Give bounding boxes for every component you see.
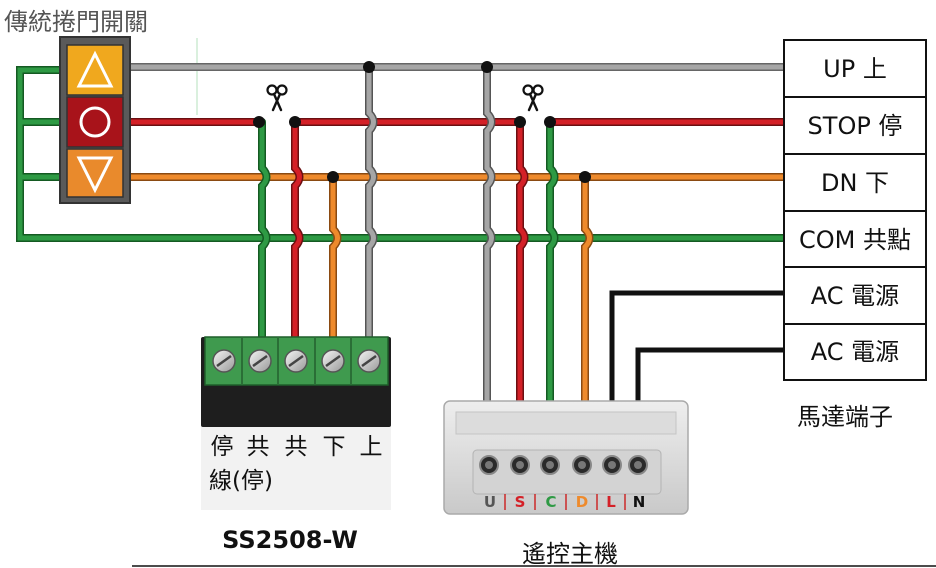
- host-terminal-label: D: [576, 493, 588, 511]
- terminal-screw-icon: [321, 349, 345, 373]
- scissors-icon: [266, 84, 288, 112]
- motor-terminal-label: DN 下: [821, 169, 889, 197]
- motor-terminal-caption: 馬達端子: [797, 403, 893, 431]
- terminal-hole-icon: [628, 455, 648, 475]
- vertical-wires: [258, 63, 594, 464]
- terminal-screw-icon: [248, 349, 272, 373]
- vwire-ss-up: [366, 64, 376, 343]
- host-terminal-label: L: [606, 493, 616, 511]
- ss2508-terminal-label: 共: [247, 434, 270, 460]
- junction-dot: [579, 171, 591, 183]
- terminal-hole-icon: [572, 455, 592, 475]
- host-terminal-label: S: [515, 493, 526, 511]
- terminal-screw-icon: [357, 349, 381, 373]
- traditional-switch: [59, 36, 131, 204]
- ss2508-terminal-label: 共: [285, 434, 308, 460]
- vwire-host-s: [517, 119, 527, 463]
- junction-dot: [327, 171, 339, 183]
- vwire-ss-common: [292, 119, 302, 343]
- motor-terminal-label: STOP 停: [808, 112, 903, 140]
- vwire-host-c: [547, 119, 557, 463]
- ss2508-terminal-label: 下: [323, 434, 346, 460]
- down-arrow-icon: [76, 156, 114, 194]
- host-terminal-label: U: [484, 493, 496, 511]
- terminal-hole-icon: [510, 455, 530, 475]
- terminal-screw-icon: [284, 349, 308, 373]
- vwire-host-d: [582, 174, 592, 463]
- motor-terminal-label: AC 電源: [811, 338, 899, 366]
- junction-dot: [544, 116, 556, 128]
- ss2508-model-label: SS2508-W: [222, 526, 358, 554]
- scissors-icon: [522, 84, 544, 112]
- junction-dots: [253, 61, 591, 183]
- motor-terminal-label: UP 上: [823, 55, 887, 83]
- terminal-hole-icon: [540, 455, 560, 475]
- motor-terminal-label: AC 電源: [811, 282, 899, 310]
- up-arrow-icon: [76, 50, 114, 88]
- remote-host-caption: 遙控主機: [522, 540, 618, 568]
- motor-terminal-box: UP 上 STOP 停 DN 下 COM 共點 AC 電源 AC 電源 馬達端子: [783, 39, 927, 431]
- wire-common-outline: [16, 66, 784, 242]
- ss2508-terminal-label: 上: [360, 434, 383, 460]
- junction-dot: [289, 116, 301, 128]
- junction-dot: [363, 61, 375, 73]
- diagram-title: 傳統捲門開關: [4, 8, 148, 36]
- junction-dot: [253, 116, 265, 128]
- vwire-host-u: [484, 64, 494, 463]
- stop-button[interactable]: [66, 96, 124, 148]
- horizontal-wires: [16, 63, 784, 458]
- ss2508-module: 停 共 共 下 上 線(停) SS2508-W: [201, 336, 391, 554]
- host-label-separators: [504, 494, 626, 510]
- terminal-hole-icon: [479, 455, 499, 475]
- junction-dot: [514, 116, 526, 128]
- ss2508-terminal-label: 停: [211, 434, 234, 460]
- junction-dot: [481, 61, 493, 73]
- wire-common: [17, 67, 784, 241]
- terminal-screw-icon: [212, 349, 236, 373]
- vwire-ss-common-stop: [259, 119, 269, 343]
- host-terminal-label: N: [633, 493, 646, 511]
- vwire-ss-down: [330, 174, 340, 343]
- ss2508-terminal-sublabel: 線(停): [209, 468, 273, 494]
- host-terminal-label: C: [545, 493, 556, 511]
- motor-terminal-label: COM 共點: [799, 226, 911, 254]
- remote-host: U S C D L N 遙控主機: [443, 400, 689, 568]
- terminal-hole-icon: [602, 455, 622, 475]
- stop-circle-icon: [79, 106, 111, 138]
